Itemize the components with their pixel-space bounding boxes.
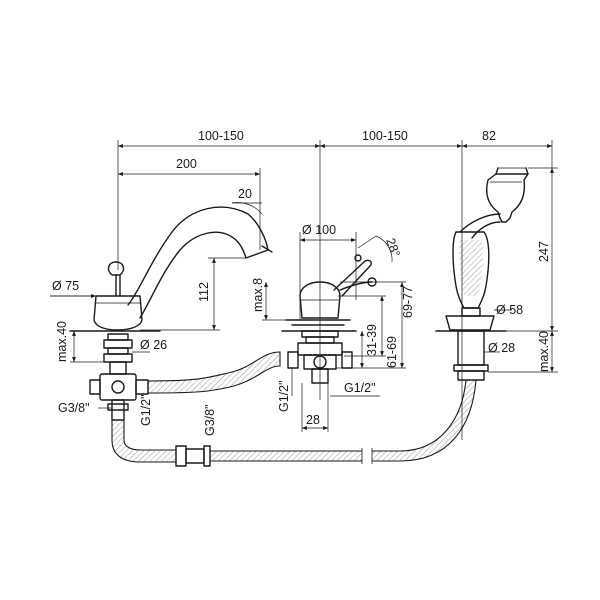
dim-deck-max-right: max.40 xyxy=(537,331,551,372)
dim-base-diameter-left: Ø 75 xyxy=(52,279,79,293)
spout-assembly: 200 20 Ø 75 112 max.40 xyxy=(50,157,273,426)
dim-spout-height: 112 xyxy=(197,282,211,302)
dim-diverter-61-69: 61-69 xyxy=(385,336,399,368)
dim-spout-reach: 200 xyxy=(176,157,197,171)
dim-outlet-g12: G1/2" xyxy=(344,381,376,395)
dim-top-spacing-right: 100-150 xyxy=(362,129,408,143)
dim-handshower-shank: Ø 28 xyxy=(488,341,515,355)
hoses: G3/8" xyxy=(111,351,477,467)
handshower-assembly: 247 Ø 58 Ø 28 max.40 xyxy=(435,167,558,381)
dim-deck-max-left: max.40 xyxy=(55,321,69,362)
dim-inlet-g12-left: G1/2" xyxy=(139,394,153,426)
dim-top-handshower: 82 xyxy=(482,129,496,143)
dim-inlet-g38-mid: G3/8" xyxy=(203,404,217,436)
top-dimension-chain: 100-150 100-150 82 xyxy=(117,129,553,440)
diverter-assembly: Ø 100 28° max.8 xyxy=(251,223,415,432)
dim-spout-angle: 20 xyxy=(238,187,252,201)
dim-diverter-69-77: 69-77 xyxy=(401,286,415,318)
dim-lever-angle: 28° xyxy=(383,236,403,259)
dim-diverter-28: 28 xyxy=(306,413,320,427)
dim-inlet-g12-mid: G1/2" xyxy=(277,380,291,412)
dim-handshower-height: 247 xyxy=(537,241,551,262)
dim-diverter-diameter: Ø 100 xyxy=(302,223,336,237)
dim-inlet-g38-left: G3/8" xyxy=(58,401,90,415)
dim-diverter-max8: max.8 xyxy=(251,278,265,312)
dim-diverter-31-39: 31-39 xyxy=(365,324,379,356)
dim-shank-diameter-left: Ø 26 xyxy=(140,338,167,352)
dim-top-spacing-left: 100-150 xyxy=(198,129,244,143)
dim-handshower-base: Ø 58 xyxy=(496,303,523,317)
